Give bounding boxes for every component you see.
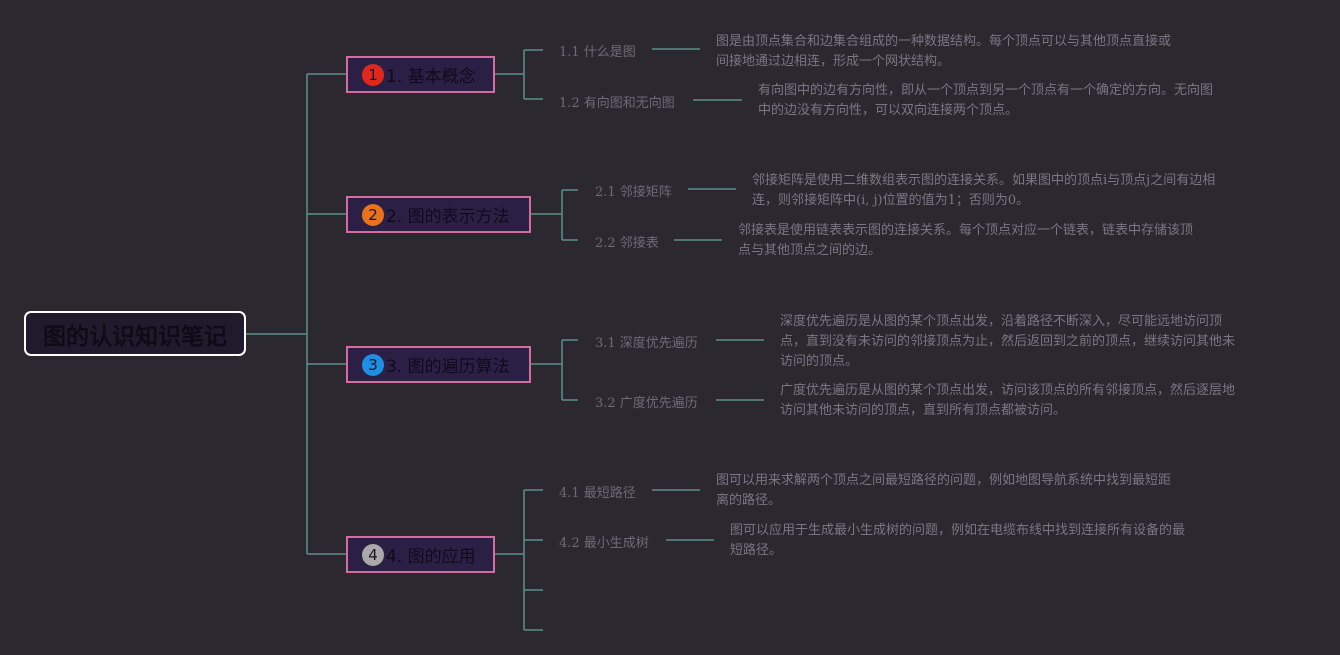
leaf-description-3-2: 广度优先遍历是从图的某个顶点出发，访问该顶点的所有邻接顶点，然后逐层地 访问其他… xyxy=(780,383,1236,418)
number-3-icon: 3 xyxy=(362,353,384,376)
root-title: 图的认识知识笔记 xyxy=(43,323,227,350)
leaf-description-4-2: 图可以应用于生成最小生成树的问题，例如在电缆布线中找到连接所有设备的最 短路径。 xyxy=(730,523,1186,558)
leaf-node-4-2[interactable]: 4.2 最小生成树 xyxy=(559,536,649,551)
leaf-node-1-1[interactable]: 1.1 什么是图 xyxy=(559,45,636,60)
number-4-icon: 4 xyxy=(362,543,384,566)
branch-node-2[interactable]: 2 2. 图的表示方法 xyxy=(346,196,531,233)
branch-node-3[interactable]: 3 3. 图的遍历算法 xyxy=(346,346,531,383)
branch-title: 1. 基本概念 xyxy=(386,67,476,87)
leaf-description-1-1: 图是由顶点集合和边集合组成的一种数据结构。每个顶点可以与其他顶点直接或 间接地通… xyxy=(716,34,1172,69)
leaf-node-2-1[interactable]: 2.1 邻接矩阵 xyxy=(595,185,672,200)
branch-title: 3. 图的遍历算法 xyxy=(386,357,510,377)
sub-connector-3 xyxy=(530,339,578,401)
leaf-node-4-1[interactable]: 4.1 最短路径 xyxy=(559,486,636,501)
number-2-icon: 2 xyxy=(362,203,384,226)
leaf-node-2-2[interactable]: 2.2 邻接表 xyxy=(595,236,659,251)
leaf-node-1-2[interactable]: 1.2 有向图和无向图 xyxy=(559,96,675,111)
leaf-description-1-2: 有向图中的边有方向性，即从一个顶点到另一个顶点有一个确定的方向。无向图 中的边没… xyxy=(758,83,1214,118)
leaf-description-4-1: 图可以用来求解两个顶点之间最短路径的问题，例如地图导航系统中找到最短距 离的路径… xyxy=(716,473,1172,508)
branch-title: 4. 图的应用 xyxy=(386,547,476,567)
branch-node-1[interactable]: 1 1. 基本概念 xyxy=(346,56,495,93)
sub-connector-4 xyxy=(494,489,543,631)
leaf-description-2-1: 邻接矩阵是使用二维数组表示图的连接关系。如果图中的顶点i与顶点j之间有边相 连，… xyxy=(752,173,1216,208)
number-1-icon: 1 xyxy=(362,63,384,86)
leaf-description-2-2: 邻接表是使用链表表示图的连接关系。每个顶点对应一个链表，链表中存储该顶 点与其他… xyxy=(738,223,1194,258)
leaf-node-3-1[interactable]: 3.1 深度优先遍历 xyxy=(595,336,698,351)
branch-title: 2. 图的表示方法 xyxy=(386,207,510,227)
sub-connector-1 xyxy=(494,49,543,100)
leaf-node-3-2[interactable]: 3.2 广度优先遍历 xyxy=(595,396,698,411)
leaf-description-3-1: 深度优先遍历是从图的某个顶点出发，沿着路径不断深入，尽可能远地访问顶 点，直到没… xyxy=(780,314,1236,369)
branch-node-4[interactable]: 4 4. 图的应用 xyxy=(346,536,495,573)
sub-connector-2 xyxy=(530,189,578,241)
root-node[interactable]: 图的认识知识笔记 xyxy=(24,311,246,356)
